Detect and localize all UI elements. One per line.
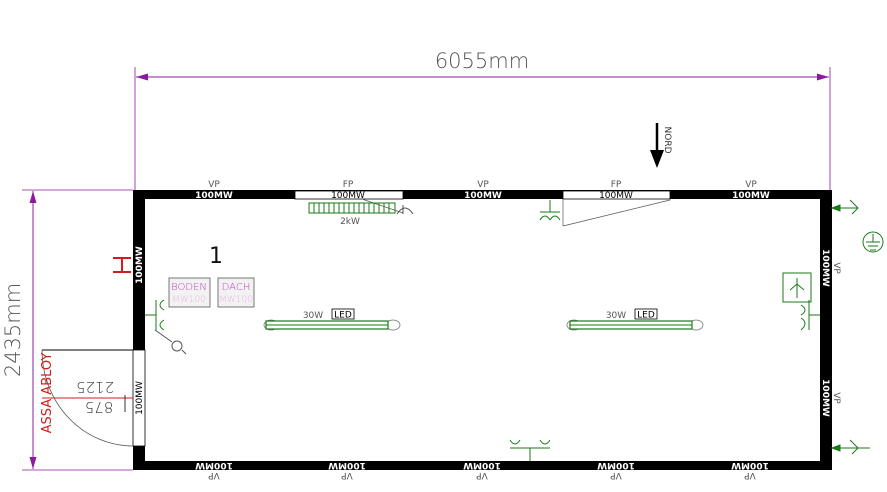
insulation-floor-box [168, 277, 211, 308]
insulation-roof-name: DACH [222, 282, 251, 293]
bottom-wall-labels: 100MW VP 100MW VP 100MW VP 100MW VP 100M… [195, 460, 769, 480]
top-wall-labels: VP 100MW FP 100MW VP 100MW FP 100MW VP 1… [195, 180, 770, 201]
wall-right-rating-1: 100MW [820, 249, 830, 287]
wall-bottom-type-5: VP [744, 470, 756, 480]
wall-bottom-type-4: VP [610, 470, 622, 480]
heater-label: 2kW [340, 217, 360, 227]
heater-outlet-icon [396, 207, 414, 215]
wall-top [133, 190, 832, 199]
socket-right-wall-icon [782, 272, 820, 331]
wall-top-type-2: FP [343, 180, 354, 190]
right-wall-labels: 100MW VP 100MW VP [820, 249, 841, 417]
wall-top-rating-4: 100MW [599, 191, 633, 201]
led-light-2-tag [634, 308, 658, 320]
wall-left-rating-1: 100MW [135, 246, 145, 284]
wall-bottom [133, 461, 832, 470]
wall-left-rating-2: 100MW [135, 381, 145, 415]
insulation-roof-spec: MW100 [219, 295, 253, 305]
led-light-2-type: LED [637, 311, 655, 321]
wall-bottom-rating-5: 100MW [731, 460, 769, 470]
walls [132, 190, 832, 470]
width-dimension: 6055mm [134, 49, 831, 190]
led-light-1-type: LED [334, 311, 352, 321]
door-height-label: 2125 [76, 378, 114, 396]
wall-bottom-rating-1: 100MW [195, 460, 233, 470]
external-feed-top-icon [830, 199, 859, 215]
heater: 2kW [308, 202, 414, 227]
wall-bottom-rating-4: 100MW [597, 460, 635, 470]
insulation-roof-box [217, 277, 255, 308]
led-light-1-power: 30W [303, 311, 323, 321]
socket-left-wall-icon [145, 299, 165, 331]
wall-top-type-1: VP [208, 180, 220, 190]
wall-bottom-type-1: VP [208, 470, 220, 480]
external-feed-bottom-icon [830, 439, 870, 455]
wall-right [820, 190, 832, 470]
entrance-door: ASSA ABLOY 2125 875 [40, 349, 134, 447]
window-opening-1 [294, 190, 404, 200]
height-dimension-label: 2435mm [1, 283, 25, 377]
insulation-floor-spec: MW100 [172, 295, 206, 305]
room-number: 1 [209, 244, 223, 269]
wall-right-type-2: VP [831, 392, 841, 404]
socket-top-center-icon [539, 200, 561, 221]
water-connection-icon [113, 257, 131, 273]
wall-bottom-rating-3: 100MW [463, 460, 501, 470]
wall-top-type-4: FP [611, 180, 622, 190]
window-opening-2 [562, 190, 671, 200]
north-arrow-label: NORD [662, 127, 672, 154]
wall-top-rating-5: 100MW [732, 191, 770, 201]
led-light-1: 30W LED [263, 308, 401, 331]
left-wall-labels: 100MW 100MW [135, 246, 145, 415]
height-dimension: 2435mm [1, 189, 133, 471]
ground-symbol-icon [862, 231, 884, 253]
wall-top-type-3: VP [477, 180, 489, 190]
wall-right-rating-2: 100MW [820, 379, 830, 417]
switch-left-wall-icon [154, 329, 187, 355]
led-light-2-power: 30W [606, 311, 626, 321]
wall-top-rating-3: 100MW [464, 191, 502, 201]
wall-top-rating-1: 100MW [195, 191, 233, 201]
door-brand-label: ASSA ABLOY [40, 353, 55, 434]
wall-top-type-5: VP [745, 180, 757, 190]
door-width-label: 875 [85, 398, 114, 416]
socket-bottom-center-icon [509, 439, 551, 461]
wall-bottom-type-3: VP [476, 470, 488, 480]
wall-bottom-rating-2: 100MW [328, 460, 366, 470]
led-light-1-tag [331, 308, 355, 320]
window-sill-lines [361, 198, 671, 227]
led-light-2: 30W LED [566, 308, 704, 331]
wall-top-rating-2: 100MW [331, 191, 365, 201]
wall-bottom-type-2: VP [341, 470, 353, 480]
width-dimension-label: 6055mm [435, 49, 529, 73]
wall-right-type-1: VP [831, 262, 841, 274]
north-arrow-icon: NORD [650, 123, 672, 168]
insulation-labels: BODEN MW100 DACH MW100 [168, 277, 255, 308]
insulation-floor-name: BODEN [171, 282, 207, 293]
